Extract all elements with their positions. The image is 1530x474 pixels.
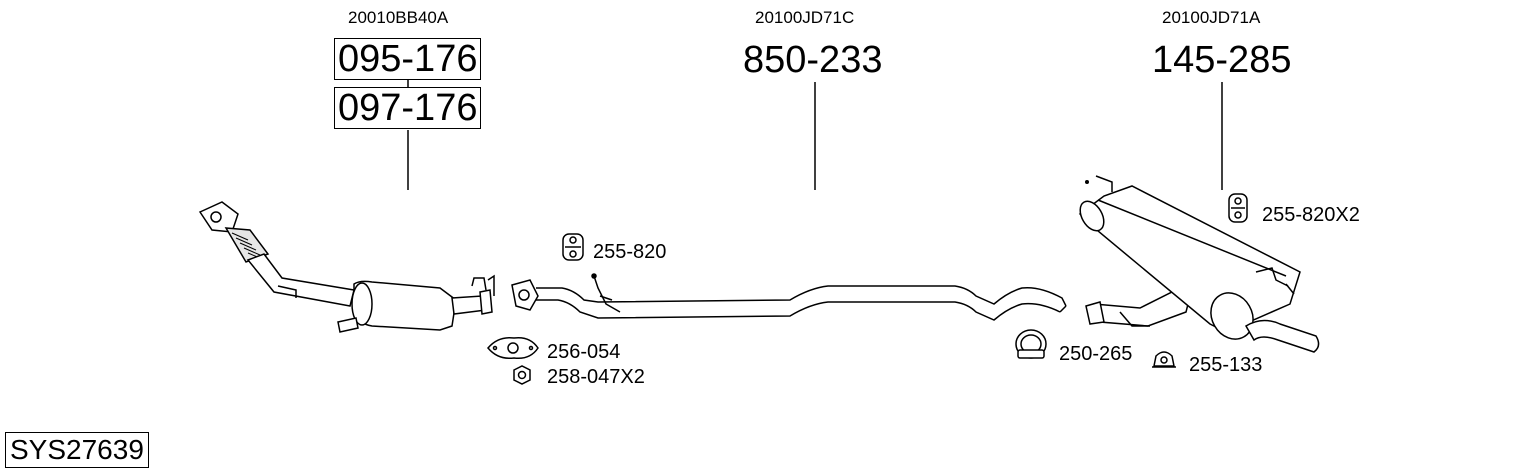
rubber-hanger-icon xyxy=(562,233,584,261)
accessory-label-nut[interactable]: 258-047X2 xyxy=(547,366,645,388)
part-number-catalyst-primary[interactable]: 095-176 xyxy=(334,38,482,80)
clamp-icon xyxy=(1015,329,1047,359)
system-id-label: SYS27639 xyxy=(5,432,149,468)
oem-number-front: 20010BB40A xyxy=(348,8,449,27)
accessory-label-hanger-x2[interactable]: 255-820X2 xyxy=(1262,204,1360,226)
catalyst-assembly xyxy=(198,201,495,333)
gasket-icon xyxy=(487,336,539,360)
oem-number-rear: 20100JD71A xyxy=(1162,8,1261,27)
oem-number-middle: 20100JD71C xyxy=(755,8,855,27)
rubber-hanger-icon xyxy=(1228,193,1248,223)
part-number-catalyst-alt[interactable]: 097-176 xyxy=(334,87,482,129)
part-number-rear-silencer[interactable]: 145-285 xyxy=(1152,39,1292,81)
accessory-label-clamp[interactable]: 250-265 xyxy=(1059,343,1133,365)
rear-silencer-assembly xyxy=(1078,175,1320,353)
accessory-label-hanger[interactable]: 255-820 xyxy=(593,241,667,263)
middle-pipe xyxy=(511,273,1067,321)
accessory-label-mount[interactable]: 255-133 xyxy=(1189,354,1263,376)
mount-icon xyxy=(1152,351,1176,368)
accessory-label-gasket[interactable]: 256-054 xyxy=(547,341,621,363)
nut-icon xyxy=(513,365,531,385)
part-number-middle-pipe[interactable]: 850-233 xyxy=(743,39,883,81)
